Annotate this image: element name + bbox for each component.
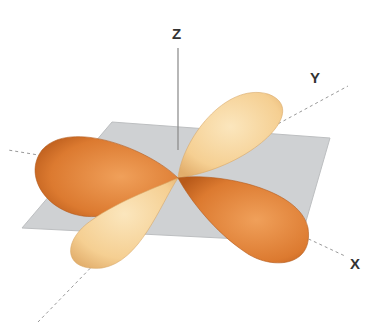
z-axis [177, 48, 178, 150]
orbital-lobe [178, 92, 283, 178]
y-axis [178, 86, 348, 178]
axis-label: Z [172, 26, 181, 41]
axis-label: Y [310, 70, 320, 85]
axis-label: X [350, 256, 360, 271]
orbital-lobe [178, 177, 309, 263]
orbital-lobe [71, 178, 178, 268]
